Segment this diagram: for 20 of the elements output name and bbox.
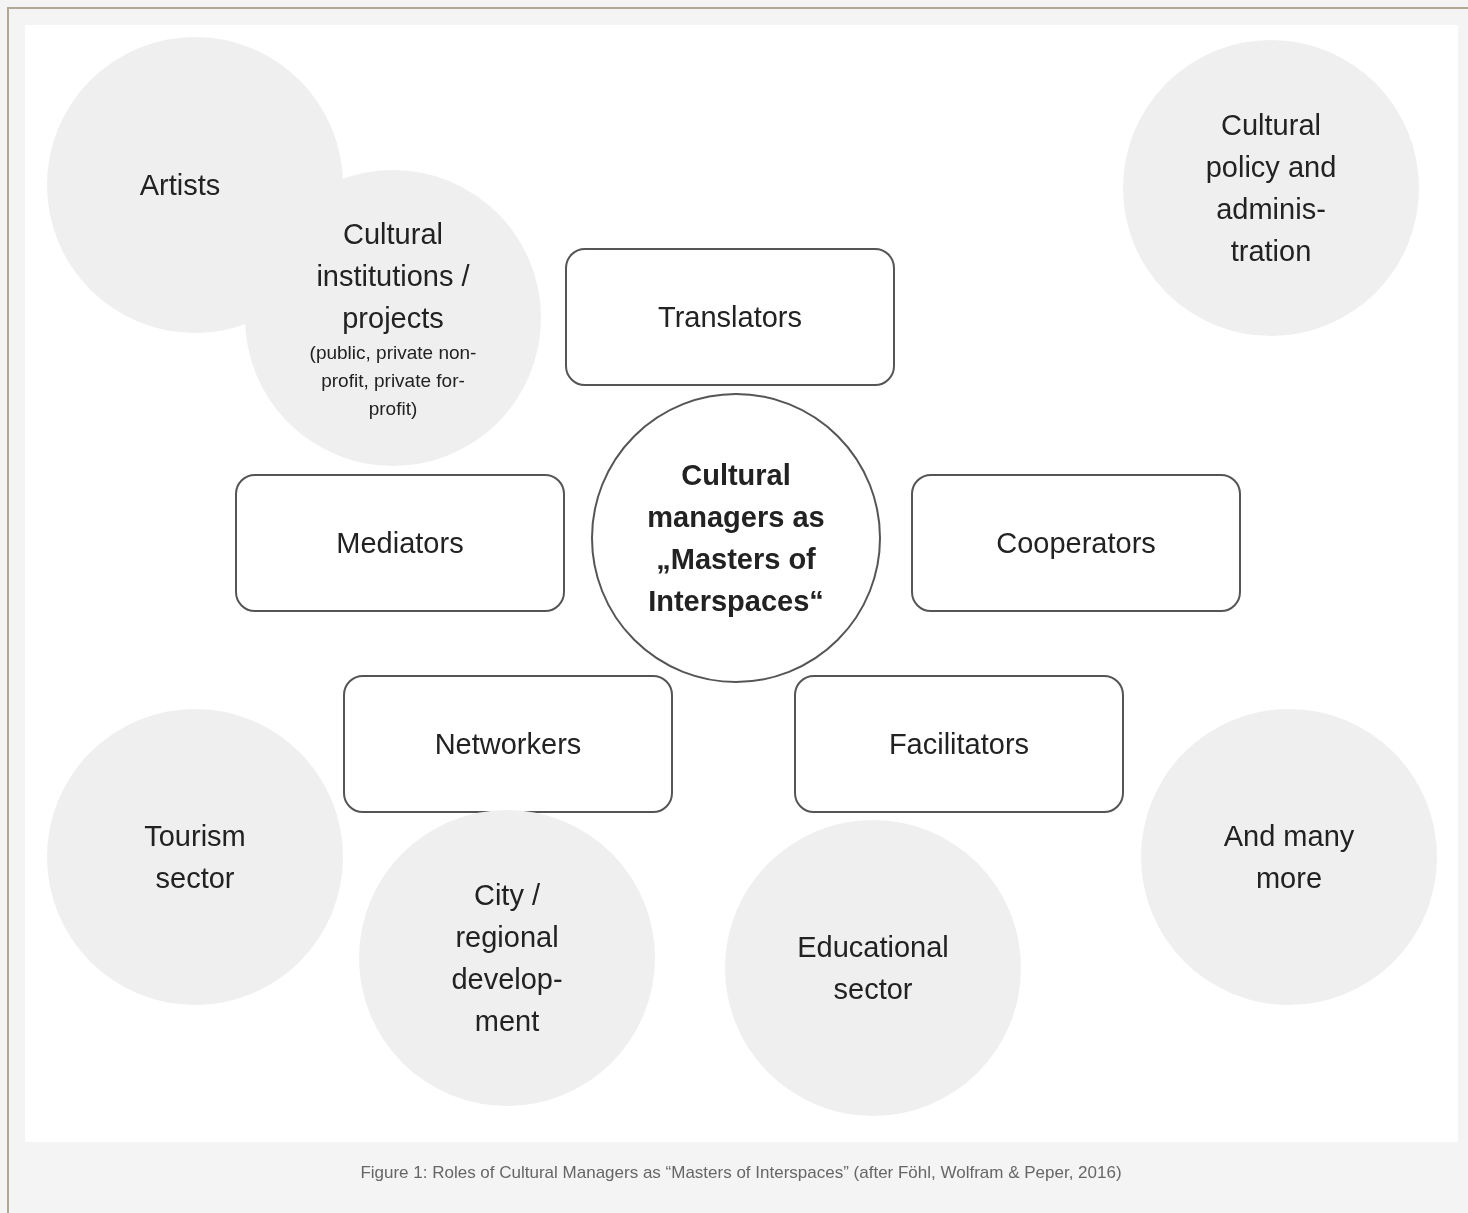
node-label: And many more	[1222, 819, 1356, 896]
node-label: Mediators	[335, 526, 465, 561]
role-box	[565, 248, 895, 386]
node-label: Tourism sector	[143, 819, 247, 896]
node-label: Cultural policy and adminis- tration	[1204, 108, 1338, 269]
figure-caption: Figure 1: Roles of Cultural Managers as “Masters of Interspaces” (after Föhl, Wolfram & Peper, 2016)	[359, 1163, 1123, 1183]
node-note: (public, private non-profit, private for-profit)	[308, 341, 478, 421]
node-label: City / regional develop- ment	[450, 878, 564, 1039]
node-label: Cultural institutions / projects	[315, 217, 471, 336]
node-label: Translators	[657, 300, 803, 335]
role-box	[911, 474, 1241, 612]
node-label: Cultural managers as „Masters of Interspaces“	[646, 458, 826, 619]
role-box	[235, 474, 565, 612]
role-box	[794, 675, 1124, 813]
node-label: Educational sector	[796, 930, 950, 1007]
node-label: Networkers	[433, 727, 583, 762]
role-box	[343, 675, 673, 813]
node-label: Cooperators	[995, 526, 1157, 561]
node-label: Facilitators	[887, 727, 1031, 762]
node-label: Artists	[138, 168, 222, 203]
